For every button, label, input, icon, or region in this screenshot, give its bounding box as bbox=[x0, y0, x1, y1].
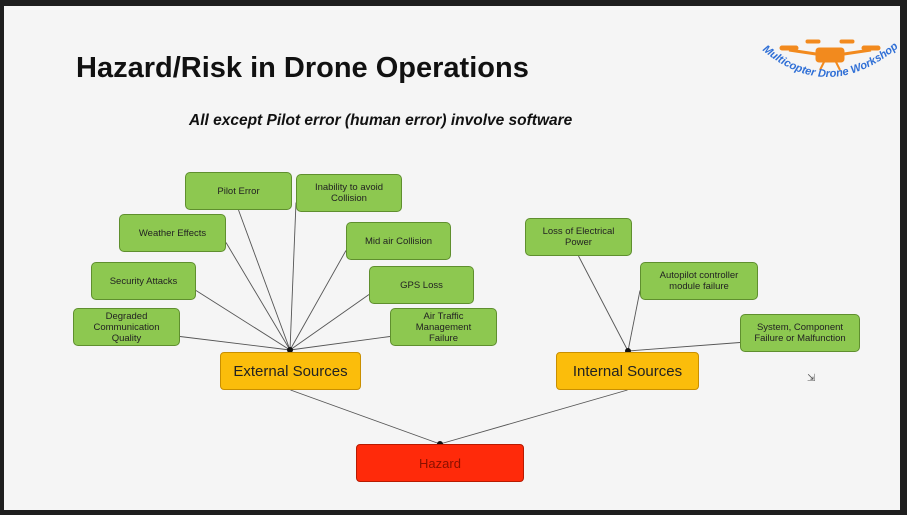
edge-external-3 bbox=[289, 250, 347, 351]
slide: Hazard/Risk in Drone Operations All exce… bbox=[4, 6, 900, 510]
edge-external-5 bbox=[289, 294, 370, 351]
edge-external-to-hazard bbox=[290, 389, 441, 445]
edge-external-4 bbox=[195, 290, 291, 351]
internal-cause-node: Loss of Electrical Power bbox=[525, 218, 632, 256]
external-cause-node: Weather Effects bbox=[119, 214, 226, 252]
internal-sources-node: Internal Sources bbox=[556, 352, 699, 390]
external-cause-node: Air Traffic Management Failure bbox=[390, 308, 497, 346]
external-cause-node: GPS Loss bbox=[369, 266, 474, 304]
hazard-node: Hazard bbox=[356, 444, 524, 482]
mouse-cursor-icon: ⇲ bbox=[807, 373, 816, 384]
slide-subtitle: All except Pilot error (human error) inv… bbox=[189, 112, 573, 129]
edge-internal-0 bbox=[578, 255, 629, 352]
edge-external-7 bbox=[289, 336, 391, 351]
external-cause-node: Security Attacks bbox=[91, 262, 196, 300]
edge-external-2 bbox=[225, 242, 291, 351]
external-cause-node: Degraded Communication Quality bbox=[73, 308, 180, 346]
edge-external-6 bbox=[179, 336, 291, 351]
external-cause-node: Mid air Collision bbox=[346, 222, 451, 260]
external-hub-dot bbox=[287, 347, 293, 353]
edge-external-0 bbox=[238, 209, 291, 351]
edge-internal-to-hazard bbox=[439, 389, 628, 445]
internal-cause-node: System, Component Failure or Malfunction bbox=[740, 314, 860, 352]
external-sources-node: External Sources bbox=[220, 352, 361, 390]
external-cause-node: Inability to avoid Collision bbox=[296, 174, 402, 212]
edge-internal-2 bbox=[627, 342, 741, 352]
external-cause-node: Pilot Error bbox=[185, 172, 292, 210]
diagram-edges bbox=[179, 202, 741, 447]
edge-internal-1 bbox=[627, 290, 641, 352]
slide-title: Hazard/Risk in Drone Operations bbox=[76, 52, 529, 84]
edge-external-1 bbox=[289, 202, 297, 351]
internal-cause-node: Autopilot controller module failure bbox=[640, 262, 758, 300]
multicopter-logo: Multicopter Drone Workshop bbox=[760, 39, 900, 80]
